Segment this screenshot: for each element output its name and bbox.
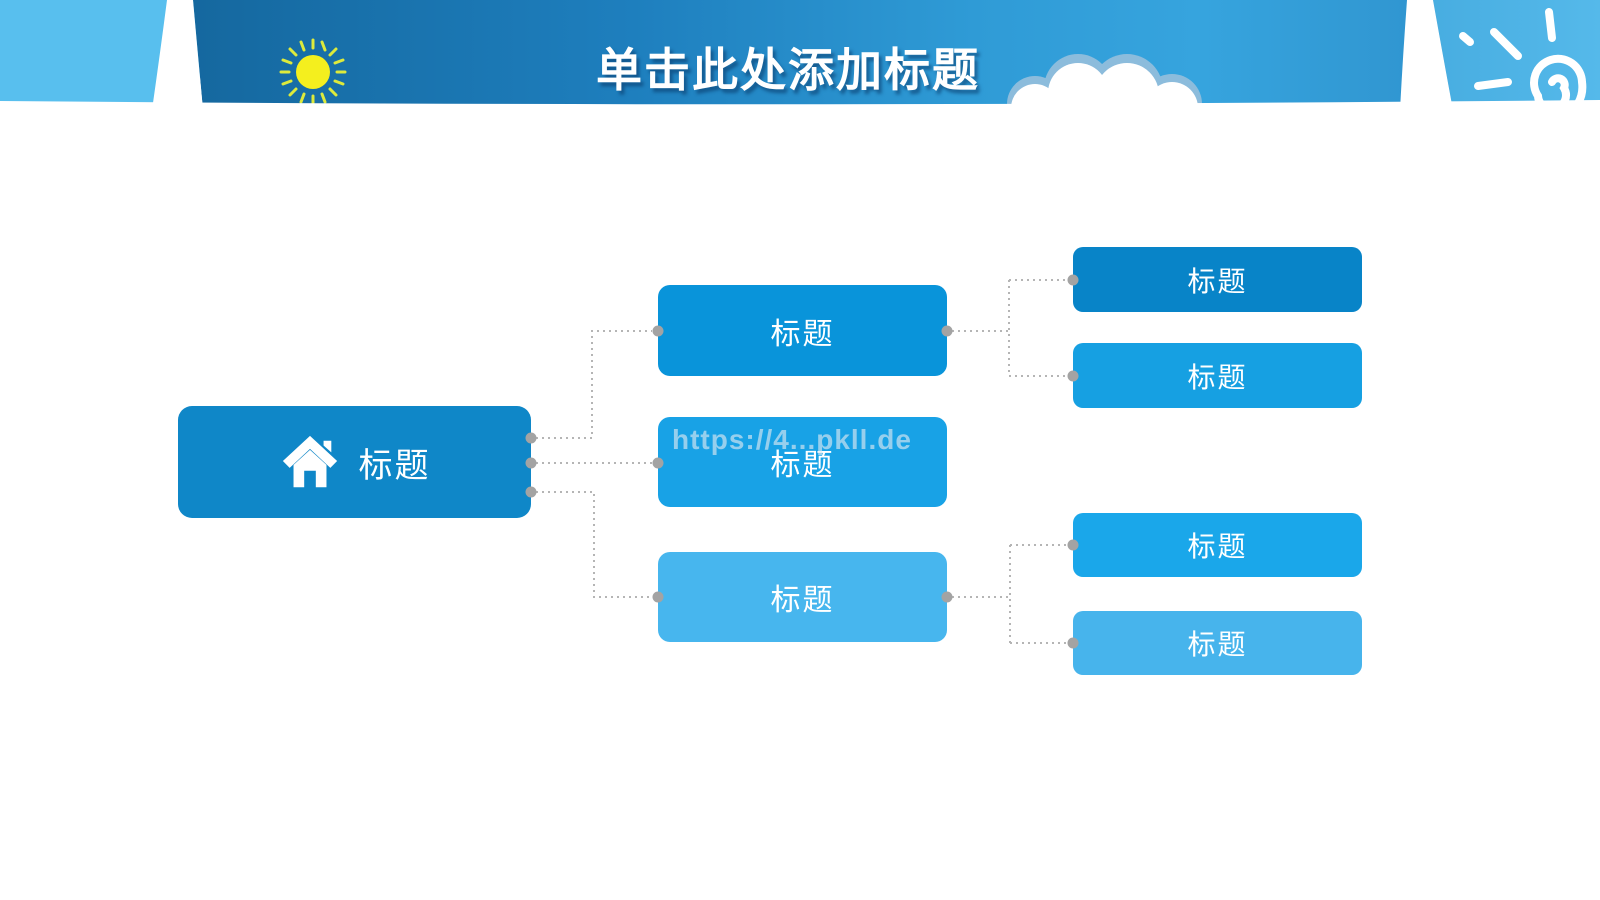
diagram-node-leaf-1[interactable]: 标题	[1073, 247, 1362, 312]
node-label: 标题	[770, 317, 835, 351]
diagram-node-leaf-4[interactable]: 标题	[1073, 611, 1362, 675]
diagram-node-branch-middle[interactable]: 标题	[658, 417, 947, 507]
node-label: 标题	[770, 449, 835, 482]
diagram-node-branch-top[interactable]: 标题	[658, 285, 947, 376]
sun-icon	[279, 38, 347, 106]
node-label: 标题	[358, 446, 431, 485]
cloud-icon	[1007, 54, 1202, 110]
header-right-stripe	[1400, 0, 1453, 110]
slide-title-placeholder[interactable]: 单击此处添加标题	[596, 44, 980, 96]
node-label: 标题	[770, 584, 835, 617]
header-bottom-curve	[0, 100, 1600, 110]
diagram-node-root[interactable]: 标题	[178, 406, 531, 518]
diagram-node-leaf-3[interactable]: 标题	[1073, 513, 1362, 577]
node-label: 标题	[1187, 629, 1248, 660]
diagram-node-leaf-2[interactable]: 标题	[1073, 343, 1362, 408]
node-label: 标题	[1187, 531, 1248, 562]
header-left-stripe	[152, 0, 203, 110]
header-artwork	[0, 0, 1600, 110]
home-icon	[282, 435, 337, 488]
node-label: 标题	[1187, 265, 1248, 297]
diagram-node-branch-bottom[interactable]: 标题	[658, 552, 947, 642]
node-label: 标题	[1187, 361, 1248, 393]
header-banner: 单击此处添加标题	[0, 0, 1600, 110]
doodle-sun-icon	[1459, 8, 1587, 110]
